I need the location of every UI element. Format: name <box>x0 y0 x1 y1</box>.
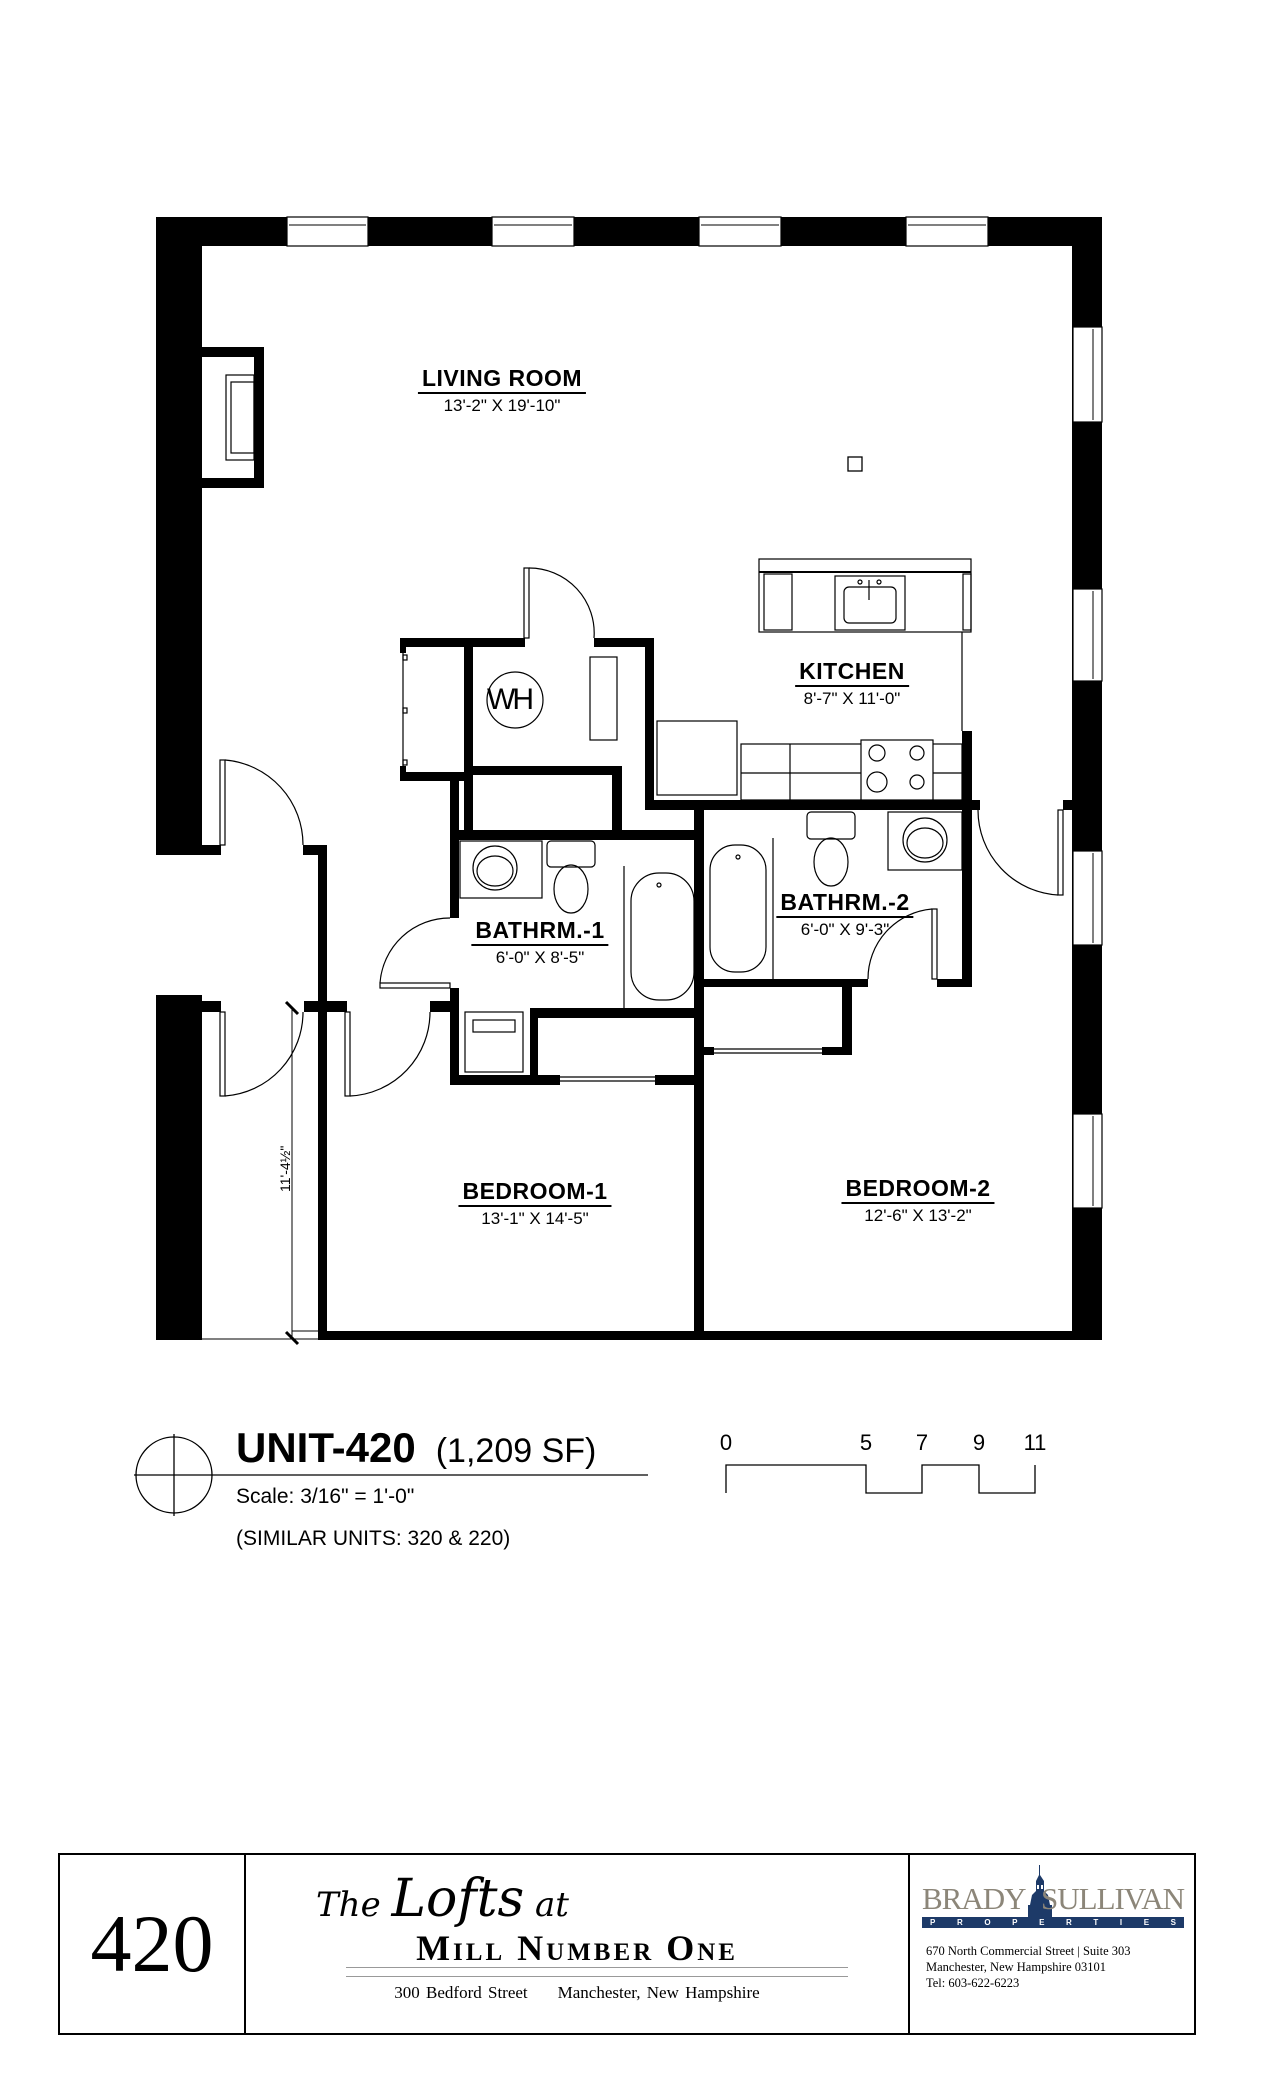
exterior-walls <box>156 217 1102 1340</box>
tagline-letter: E <box>1143 1918 1150 1927</box>
doors <box>219 567 1064 1097</box>
counter <box>740 743 963 801</box>
scale-label: 11 <box>1023 1430 1047 1455</box>
tagline-letter: P <box>1012 1918 1018 1927</box>
tagline-letter: I <box>1119 1918 1123 1927</box>
similar-units: (SIMILAR UNITS: 320 & 220) <box>236 1527 511 1550</box>
room-label-bathroom-1: BATHRM.-1 6'-0" X 8'-5" <box>471 917 609 968</box>
room-label-bedroom-2: BEDROOM-2 12'-6" X 13'-2" <box>841 1175 995 1226</box>
script-the: The <box>316 1885 381 1925</box>
room-dimensions: 12'-6" X 13'-2" <box>864 1206 972 1225</box>
kitchen-fixtures <box>656 558 972 801</box>
fireplace <box>202 347 264 488</box>
property-street: 300 Bedford Street <box>394 1983 528 2002</box>
room-name: BEDROOM-1 <box>458 1178 612 1207</box>
property-script-title: The Lofts at <box>316 1869 569 1929</box>
room-dimensions: 13'-2" X 19'-10" <box>443 396 561 415</box>
room-dimensions: 13'-1" X 14'-5" <box>481 1209 589 1228</box>
dimension-line <box>202 1000 318 1346</box>
room-dimensions: 6'-0" X 8'-5" <box>495 948 585 967</box>
company-logo: BRADY SULLIVAN P R O P E R T I E S <box>922 1865 1185 1931</box>
script-lofts: Lofts <box>391 1869 525 1929</box>
tagline-letter: R <box>956 1918 963 1927</box>
room-label-bathroom-2: BATHRM.-2 6'-0" X 9'-3" <box>776 889 914 940</box>
unit-area: (1,209 SF) <box>435 1432 597 1470</box>
scale-label: 5 <box>859 1430 873 1455</box>
north-arrow-icon <box>134 1434 213 1516</box>
logo-rule <box>346 1967 848 1968</box>
room-name: LIVING ROOM <box>417 365 587 394</box>
stove-icon <box>860 739 934 801</box>
title-block: 420 The Lofts at Mill Number One 300 Bed… <box>58 1853 1196 2035</box>
floor-plan <box>134 216 1103 1516</box>
company-address-line1: 670 North Commercial Street | Suite 303 <box>926 1944 1131 1958</box>
bathroom-fixtures <box>459 811 963 1073</box>
tagline-letter: O <box>984 1918 991 1927</box>
logo-rule <box>346 1976 848 1977</box>
room-label-kitchen: KITCHEN 8'-7" X 11'-0" <box>795 658 909 709</box>
tagline-letter: E <box>1039 1918 1045 1927</box>
tagline-letter: R <box>1066 1918 1072 1927</box>
tagline-letter: P <box>930 1918 936 1927</box>
dimension-label: 11'-4½" <box>277 1145 293 1192</box>
property-logo: The Lofts at Mill Number One 300 Bedford… <box>246 1855 910 2033</box>
room-name: BEDROOM-2 <box>841 1175 995 1204</box>
company-tagline: P R O P E R T I E S <box>922 1917 1184 1928</box>
company-contact: 670 North Commercial Street | Suite 303 … <box>926 1943 1131 1991</box>
room-name: BATHRM.-2 <box>776 889 914 918</box>
property-address: 300 Bedford Street Manchester, New Hampsh… <box>246 1983 908 2003</box>
unit-title: UNIT-420 (1,209 SF) <box>236 1424 596 1472</box>
kitchen-sink-icon <box>834 575 906 631</box>
water-heater-label: WH <box>487 683 534 716</box>
room-name: BATHRM.-1 <box>471 917 609 946</box>
scale-label: 7 <box>915 1430 929 1455</box>
script-at: at <box>535 1885 569 1925</box>
room-dimensions: 6'-0" X 9'-3" <box>800 920 890 939</box>
company-address-line2: Manchester, New Hampshire 03101 <box>926 1960 1107 1974</box>
refrigerator <box>656 720 738 796</box>
footer-unit-number: 420 <box>60 1855 246 2033</box>
unit-name: UNIT-420 <box>236 1424 416 1471</box>
kitchen-island <box>758 558 972 633</box>
room-label-bedroom-1: BEDROOM-1 13'-1" X 14'-5" <box>458 1178 612 1229</box>
scale-bar <box>725 1464 1036 1494</box>
room-dimensions: 8'-7" X 11'-0" <box>803 689 901 708</box>
tower-icon <box>1028 1865 1052 1917</box>
closet-fixtures <box>402 654 618 766</box>
company-block: BRADY SULLIVAN P R O P E R T I E S 670 N… <box>910 1855 1194 2033</box>
company-name-left: BRADY <box>922 1881 1027 1916</box>
windows <box>286 216 1103 1209</box>
company-name-right: SULLIVAN <box>1041 1881 1185 1916</box>
interior-walls <box>202 638 1073 1340</box>
scale-label: 0 <box>719 1430 733 1455</box>
company-phone: Tel: 603-622-6223 <box>926 1976 1020 1990</box>
unit-scale: Scale: 3/16" = 1'-0" <box>236 1485 415 1508</box>
scale-label: 9 <box>972 1430 986 1455</box>
room-name: KITCHEN <box>795 658 909 687</box>
window-sash-lines <box>289 224 1094 1206</box>
water-heater-icon <box>486 671 544 729</box>
column-marker <box>847 456 863 472</box>
room-label-living-room: LIVING ROOM 13'-2" X 19'-10" <box>417 365 587 416</box>
property-name: Mill Number One <box>416 1928 738 1968</box>
tagline-letter: S <box>1170 1918 1176 1927</box>
tagline-letter: T <box>1093 1918 1099 1927</box>
property-city: Manchester, New Hampshire <box>557 1983 760 2002</box>
